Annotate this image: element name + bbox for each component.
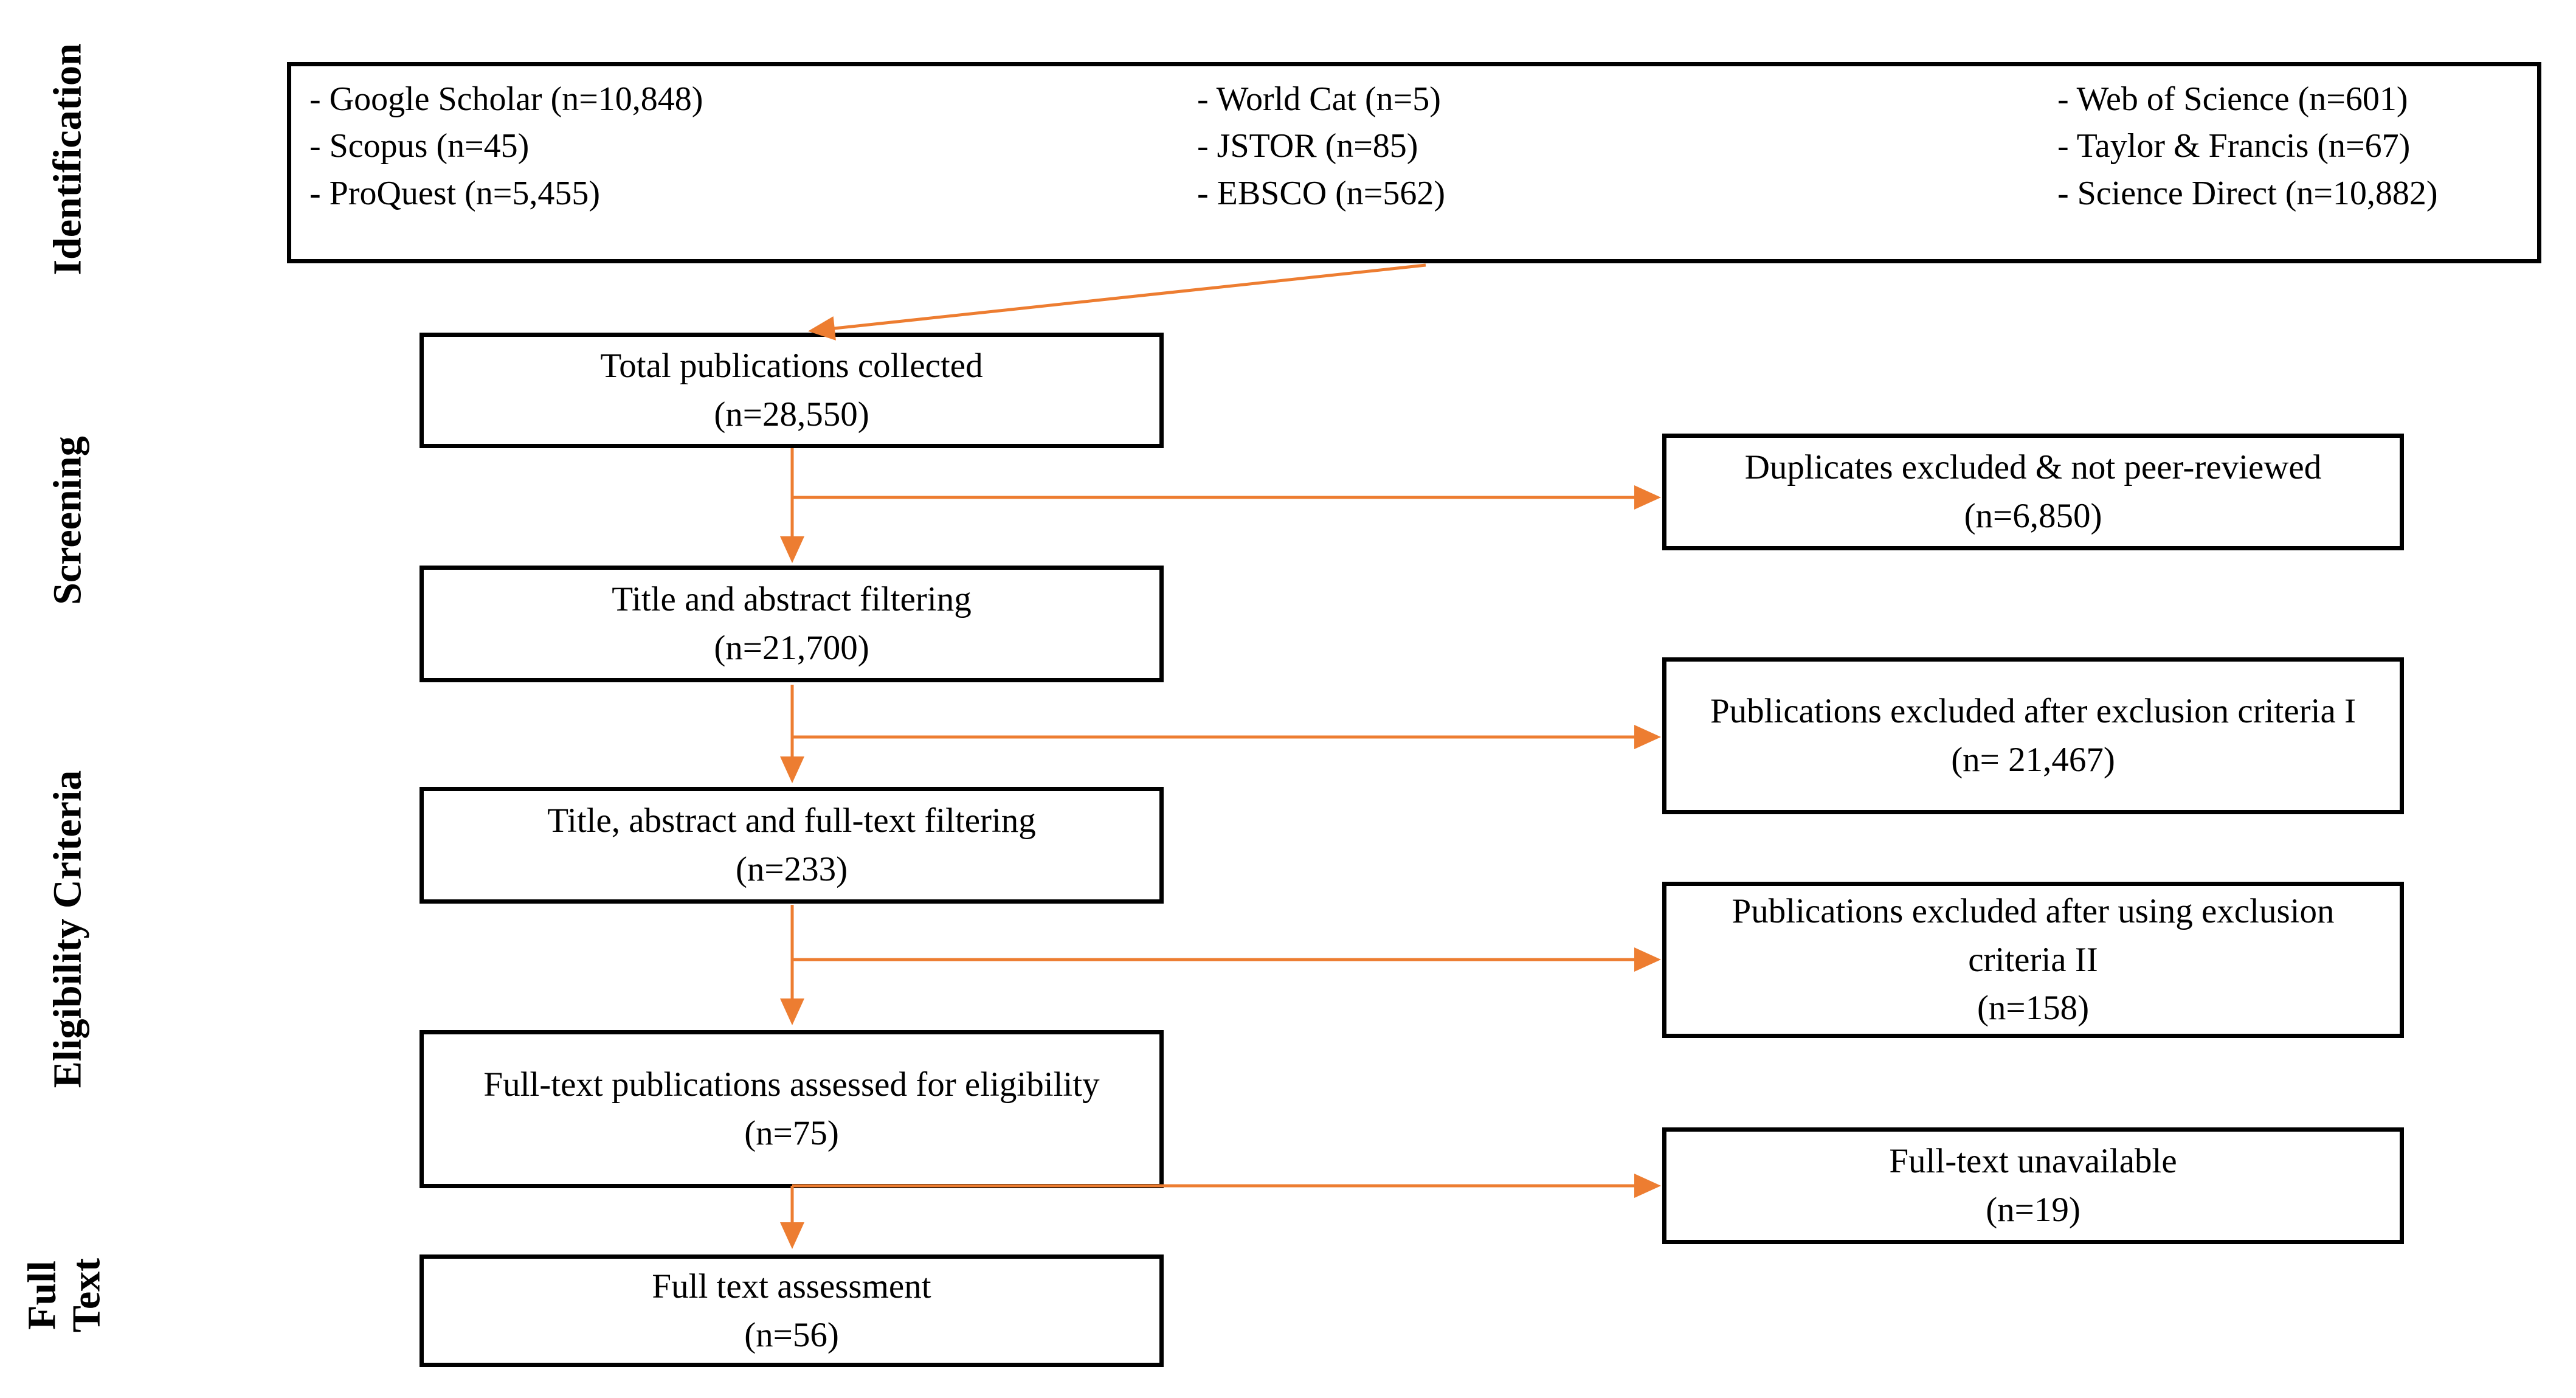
box-label: Duplicates excluded & not peer-reviewed (1744, 448, 2322, 487)
exclusion-box-fulltext-unavailable: Full-text unavailable (n=19) (1662, 1127, 2404, 1244)
source-item: - Google Scholar (n=10,848) (309, 80, 703, 118)
stage-label-full-text: Full Text (19, 1258, 108, 1333)
box-label: Full-text publications assessed for elig… (483, 1065, 1100, 1104)
box-label: Full text assessment (652, 1267, 931, 1306)
box-count: (n=21,700) (714, 629, 869, 667)
flow-box-title-abstract-filtering: Title and abstract filtering (n=21,700) (420, 566, 1164, 682)
exclusion-box-criteria-2: Publications excluded after using exclus… (1662, 882, 2404, 1038)
source-item: - ProQuest (n=5,455) (309, 174, 600, 212)
source-item: - Taylor & Francis (n=67) (2057, 127, 2411, 165)
source-item: - Web of Science (n=601) (2057, 80, 2408, 118)
box-count: (n=28,550) (714, 395, 869, 434)
exclusion-box-duplicates: Duplicates excluded & not peer-reviewed … (1662, 434, 2404, 550)
sources-box: - Google Scholar (n=10,848) - Scopus (n=… (287, 62, 2541, 263)
flow-box-title-abstract-fulltext-filtering: Title, abstract and full-text filtering … (420, 787, 1164, 904)
source-item: - EBSCO (n=562) (1197, 174, 1446, 212)
box-count: (n=233) (735, 850, 848, 888)
arrow-sources-to-total (808, 263, 1426, 341)
flow-box-total-collected: Total publications collected (n=28,550) (420, 333, 1164, 448)
source-item: - Science Direct (n=10,882) (2057, 174, 2438, 212)
box-label: Title and abstract filtering (612, 580, 972, 619)
box-count: (n=75) (744, 1114, 839, 1152)
stage-label-screening: Screening (45, 436, 90, 605)
box-count: (n=19) (1986, 1191, 2080, 1229)
flow-box-fulltext-assessed: Full-text publications assessed for elig… (420, 1030, 1164, 1188)
flow-box-fulltext-assessment: Full text assessment (n=56) (420, 1254, 1164, 1367)
box-label: Publications excluded after using exclus… (1732, 891, 2335, 979)
box-count: (n=158) (1977, 989, 2090, 1028)
sources-column-1: - Google Scholar (n=10,848) - Scopus (n=… (309, 76, 1197, 217)
sources-column-3: - Web of Science (n=601) - Taylor & Fran… (2057, 76, 2537, 217)
box-count: (n=56) (744, 1315, 839, 1354)
stage-label-eligibility-criteria: Eligibility Criteria (45, 770, 90, 1088)
source-item: - World Cat (n=5) (1197, 80, 1441, 118)
exclusion-box-criteria-1: Publications excluded after exclusion cr… (1662, 657, 2404, 814)
sources-column-2: - World Cat (n=5) - JSTOR (n=85) - EBSCO… (1197, 76, 2057, 217)
box-count: (n= 21,467) (1951, 741, 2115, 779)
stage-label-identification: Identification (45, 43, 90, 275)
box-label: Total publications collected (600, 347, 983, 386)
box-label: Publications excluded after exclusion cr… (1710, 692, 2356, 731)
source-item: - Scopus (n=45) (309, 127, 530, 165)
source-item: - JSTOR (n=85) (1197, 127, 1418, 165)
box-label: Full-text unavailable (1889, 1142, 2177, 1181)
box-count: (n=6,850) (1964, 497, 2102, 535)
box-label: Title, abstract and full-text filtering (547, 801, 1036, 840)
